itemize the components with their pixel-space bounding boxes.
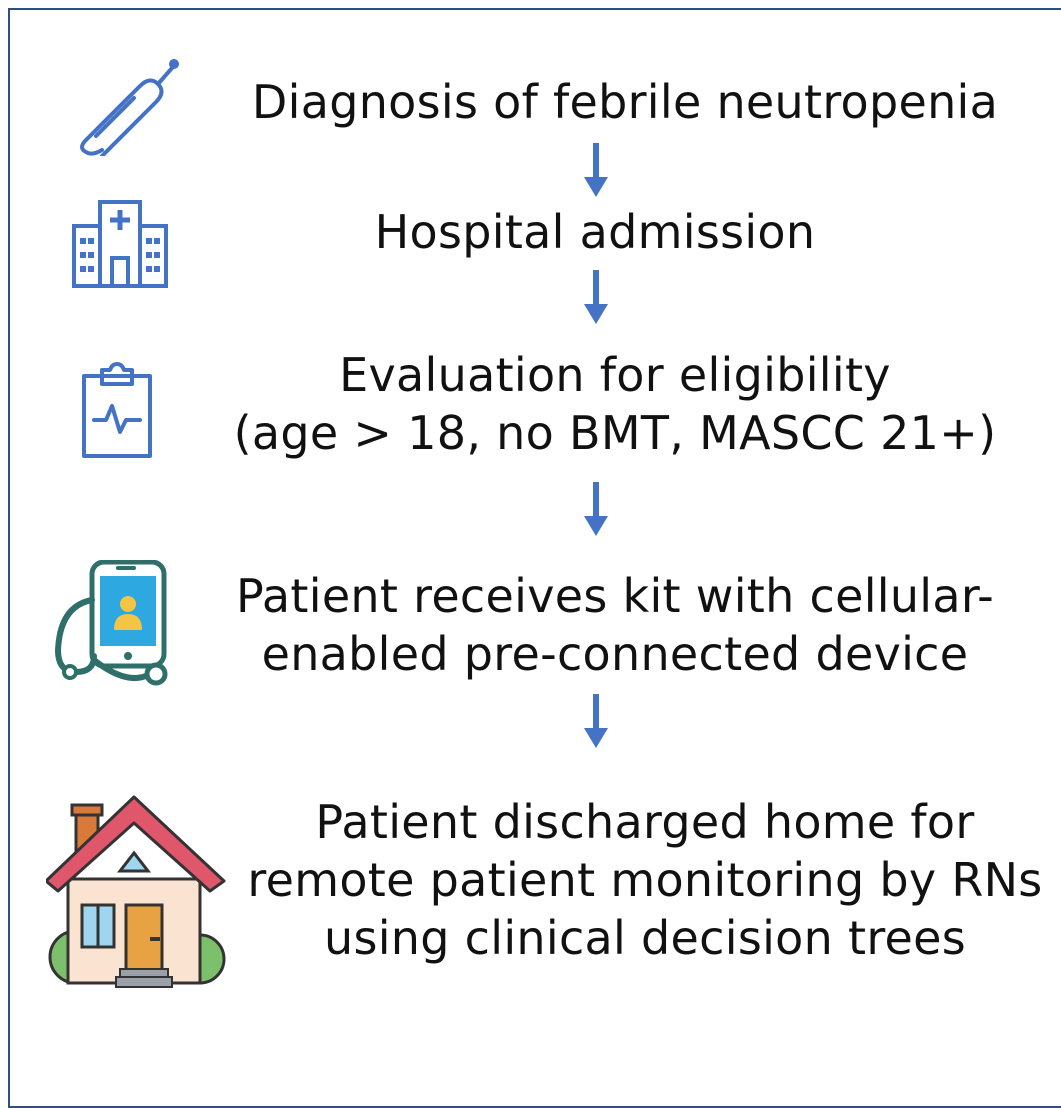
step-eligibility-text: Evaluation for eligibility (age > 18, no…: [233, 348, 997, 460]
step-device-kit-text: Patient receives kit with cellular- enab…: [235, 569, 995, 681]
phone-stethoscope-icon: [54, 560, 168, 686]
arrow-down-icon: [584, 482, 608, 536]
arrow-down-icon: [584, 270, 608, 324]
step-discharge-text: Patient discharged home for remote patie…: [247, 795, 1043, 965]
house-icon: [46, 795, 226, 988]
hospital-icon: [72, 200, 168, 288]
clipboard-heartbeat-icon: [82, 362, 152, 458]
step-admission-text: Hospital admission: [374, 205, 816, 259]
arrow-down-icon: [584, 694, 608, 748]
step-diagnosis-text: Diagnosis of febrile neutropenia: [251, 75, 999, 129]
thermometer-icon: [80, 59, 179, 156]
arrow-down-icon: [584, 143, 608, 197]
